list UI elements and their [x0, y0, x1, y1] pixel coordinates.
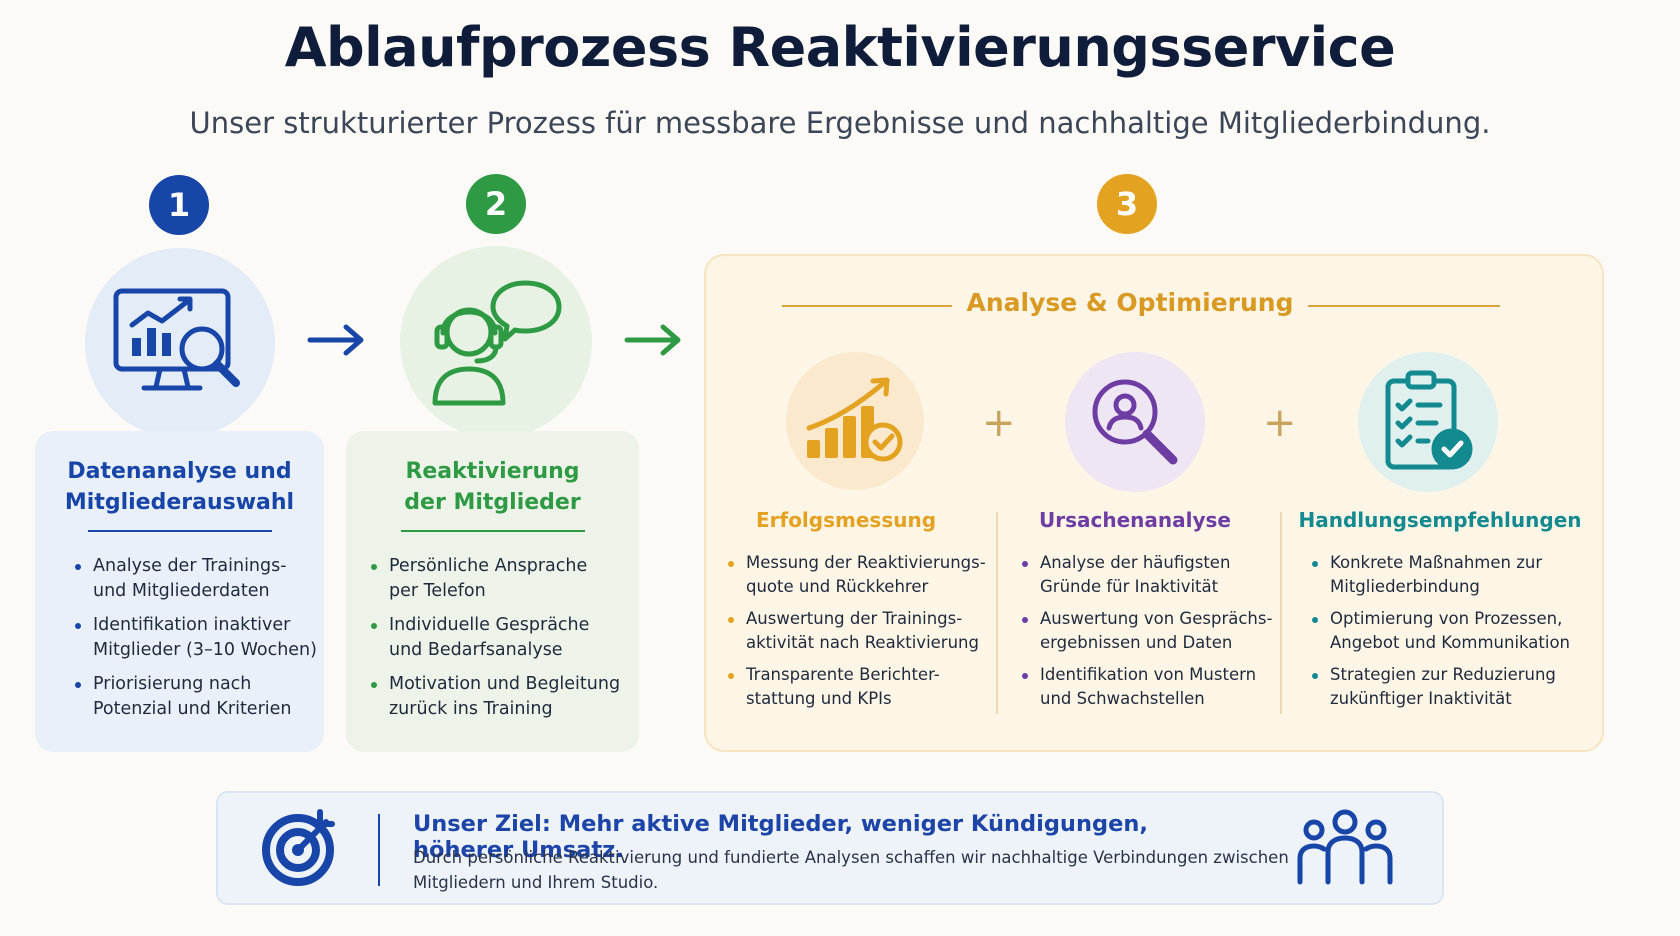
list-item: Optimierung von Prozessen,Angebot und Ko… — [1310, 607, 1590, 655]
column-divider — [996, 512, 998, 714]
step-1-icon-circle — [85, 248, 275, 438]
sub-2-title: Ursachenanalyse — [1039, 508, 1231, 532]
step-3-title: Analyse & Optimierung — [966, 288, 1294, 317]
plus-icon: + — [1263, 400, 1297, 446]
page-subtitle: Unser strukturierter Prozess für messbar… — [189, 106, 1491, 140]
step-2-rule — [400, 530, 585, 532]
list-item: Auswertung von Gesprächs-ergebnissen und… — [1020, 607, 1282, 655]
list-item: Messung der Reaktivierungs-quote und Rüc… — [726, 551, 991, 599]
plus-icon: + — [982, 400, 1016, 446]
goal-divider — [378, 814, 380, 886]
sub-3-title: Handlungsempfehlungen — [1298, 508, 1582, 532]
step-1-title: Datenanalyse und Mitgliederauswahl — [64, 459, 295, 515]
step-1-bullets: Analyse der Trainings-und Mitgliederdate… — [73, 554, 324, 722]
sub-1-icon-circle — [786, 352, 924, 490]
arrow-right-icon — [307, 324, 364, 356]
goal-title: Unser Ziel: Mehr aktive Mitglieder, weni… — [413, 811, 1148, 863]
step-number-2: 2 — [466, 174, 526, 234]
sub-1-list: Messung der Reaktivierungs-quote und Rüc… — [726, 551, 991, 719]
sub-3-icon-circle — [1358, 352, 1498, 492]
person-search-icon — [1092, 379, 1178, 465]
arrow-right-icon — [624, 324, 681, 356]
page-title: Ablaufprozess Reaktivierungsservice — [284, 16, 1396, 79]
group-people-icon — [1297, 809, 1393, 885]
divider-line — [782, 305, 952, 307]
step-2-icon-circle — [400, 246, 592, 438]
step-3-panel — [704, 254, 1604, 752]
goal-text: Durch persönliche Reaktivierung und fund… — [413, 848, 1289, 892]
sub-1-title: Erfolgsmessung — [755, 508, 937, 532]
step-number-1: 1 — [149, 175, 209, 235]
step-1-card: Datenanalyse und Mitgliederauswahl Analy… — [35, 431, 324, 752]
step-2-card: Reaktivierung der Mitglieder Persönliche… — [346, 431, 639, 752]
step-number-3: 3 — [1097, 174, 1157, 234]
sub-2-icon-circle — [1065, 352, 1205, 492]
clipboard-checklist-icon — [1385, 370, 1473, 470]
column-divider — [1280, 512, 1282, 714]
goal-banner — [216, 791, 1444, 905]
target-icon — [262, 809, 335, 886]
list-item: Transparente Berichter-stattung und KPIs — [726, 663, 991, 711]
step-1-rule — [87, 530, 272, 532]
divider-line — [1308, 305, 1500, 307]
list-item: Auswertung der Trainings-aktivität nach … — [726, 607, 991, 655]
list-item: Analyse der Trainings-und Mitgliederdate… — [73, 554, 324, 604]
analytics-monitor-icon — [113, 288, 240, 391]
headset-agent-icon — [432, 280, 562, 406]
step-2-title: Reaktivierung der Mitglieder — [404, 459, 581, 515]
growth-chart-check-icon — [806, 377, 903, 462]
